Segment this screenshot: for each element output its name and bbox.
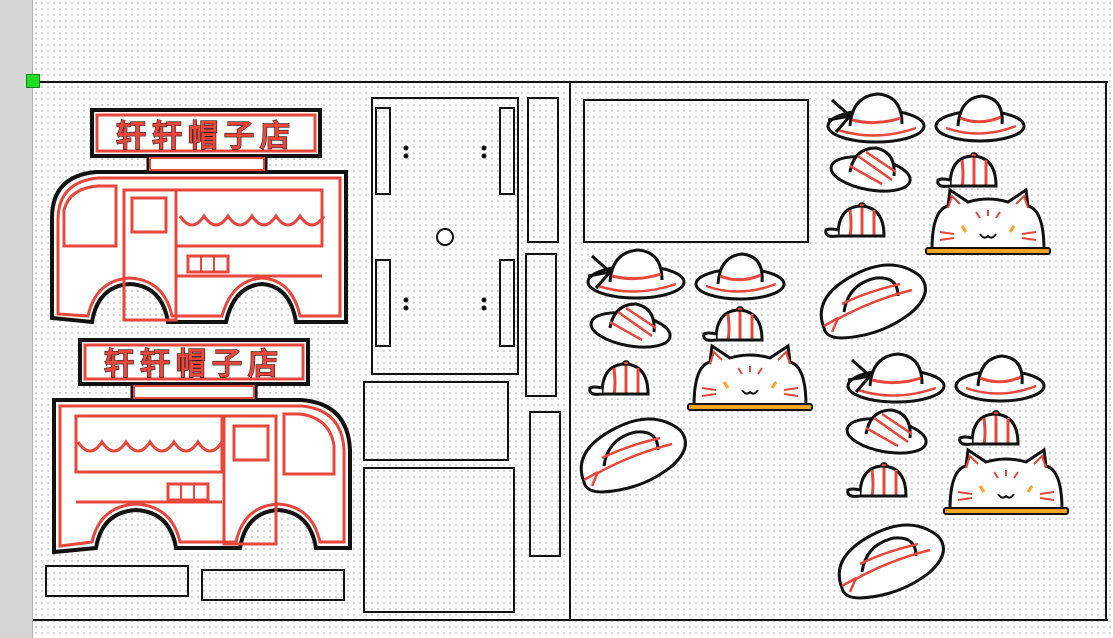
selection-handle-icon[interactable] — [26, 74, 40, 88]
base-plate-2[interactable] — [201, 569, 345, 601]
food-truck-1[interactable]: 轩轩帽子店 — [50, 108, 348, 325]
side-strip-2[interactable] — [525, 253, 557, 397]
truck-1-sign-text: 轩轩帽子店 — [116, 119, 296, 154]
left-ruler — [0, 0, 33, 638]
panel-right-top[interactable] — [583, 99, 809, 243]
hat-group-1[interactable] — [579, 248, 814, 494]
panel-large[interactable] — [363, 467, 515, 613]
hat-group-2[interactable] — [819, 92, 1052, 340]
base-plate-1[interactable] — [45, 565, 189, 597]
side-strip-3[interactable] — [529, 411, 561, 557]
floor-panel[interactable] — [371, 97, 519, 375]
hat-group-3[interactable] — [837, 352, 1070, 600]
food-truck-2[interactable]: 轩轩帽子店 — [52, 338, 352, 555]
truck-2-sign-text: 轩轩帽子店 — [104, 347, 284, 382]
side-strip-1[interactable] — [527, 97, 559, 243]
panel-small[interactable] — [363, 381, 509, 461]
